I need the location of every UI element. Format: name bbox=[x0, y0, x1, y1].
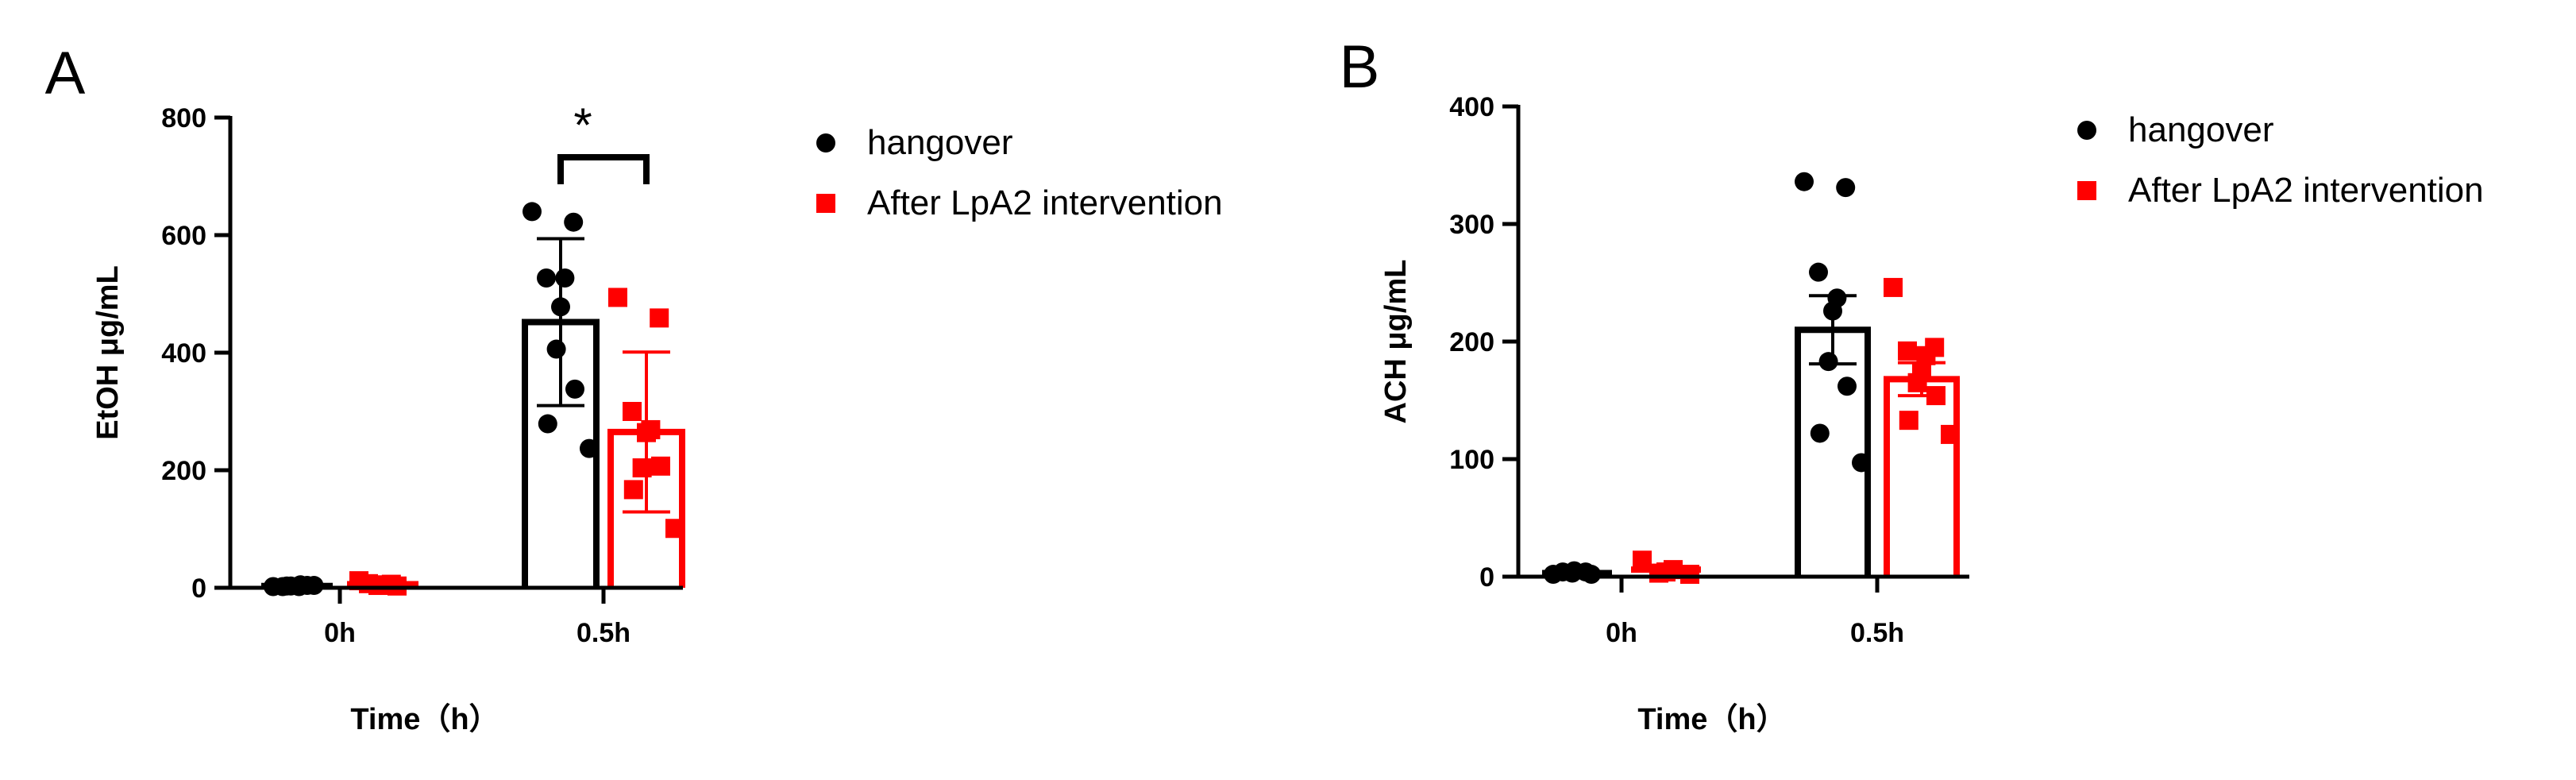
data-point bbox=[1680, 565, 1699, 585]
x-tick-label: 0h bbox=[1606, 618, 1637, 648]
data-point bbox=[538, 414, 557, 434]
legend-label: hangover bbox=[2128, 110, 2273, 149]
data-point bbox=[551, 297, 570, 317]
data-point bbox=[637, 423, 656, 442]
data-point bbox=[1836, 178, 1856, 198]
data-point bbox=[1852, 453, 1871, 473]
data-point bbox=[304, 576, 324, 596]
data-point bbox=[1926, 386, 1945, 406]
x-tick-label: 0.5h bbox=[1850, 618, 1904, 648]
y-axis-title: ACH μg/mL bbox=[1379, 260, 1413, 424]
x-tick-label: 0h bbox=[324, 618, 356, 648]
data-point bbox=[1838, 376, 1857, 396]
x-axis-title: Time（h） bbox=[350, 703, 499, 736]
data-point bbox=[623, 480, 643, 500]
data-point bbox=[1818, 352, 1838, 372]
data-point bbox=[623, 402, 642, 421]
legend-label: After LpA2 intervention bbox=[2128, 171, 2484, 210]
data-point bbox=[565, 379, 584, 399]
data-point bbox=[632, 458, 652, 478]
y-tick-label: 200 bbox=[1449, 327, 1494, 357]
data-point bbox=[555, 268, 575, 288]
legend-label: After LpA2 intervention bbox=[867, 183, 1223, 222]
y-tick-label: 400 bbox=[161, 338, 206, 369]
x-axis-title: Time（h） bbox=[1637, 703, 1786, 736]
y-tick-label: 0 bbox=[1479, 562, 1494, 593]
data-point bbox=[1941, 424, 1960, 444]
y-tick-label: 600 bbox=[161, 221, 206, 251]
data-point bbox=[1916, 346, 1936, 365]
y-tick-label: 100 bbox=[1449, 445, 1494, 475]
data-point bbox=[537, 268, 556, 288]
y-tick-label: 400 bbox=[1449, 92, 1494, 122]
x-tick-label: 0.5h bbox=[577, 618, 631, 648]
data-point bbox=[1898, 341, 1917, 361]
data-point bbox=[1795, 172, 1814, 191]
legend-marker-square bbox=[2077, 181, 2096, 200]
data-point bbox=[1884, 277, 1903, 297]
data-point bbox=[650, 308, 669, 328]
legend-marker-circle bbox=[2077, 121, 2096, 140]
data-point bbox=[608, 288, 627, 307]
bar bbox=[1884, 376, 1960, 577]
data-point bbox=[564, 212, 584, 232]
y-tick-label: 0 bbox=[191, 573, 206, 604]
data-point bbox=[1633, 550, 1652, 570]
data-point bbox=[1582, 565, 1601, 585]
data-point bbox=[1809, 262, 1828, 282]
data-point bbox=[1810, 423, 1830, 443]
data-point bbox=[546, 339, 566, 359]
y-tick-label: 200 bbox=[161, 456, 206, 486]
significance-bracket bbox=[557, 154, 650, 184]
significance-star: * bbox=[573, 98, 592, 152]
panel-label: B bbox=[1340, 33, 1380, 101]
y-tick-label: 300 bbox=[1449, 210, 1494, 240]
data-point bbox=[1899, 411, 1919, 431]
y-tick-label: 800 bbox=[161, 103, 206, 133]
data-point bbox=[665, 519, 684, 539]
data-point bbox=[1649, 563, 1668, 583]
y-axis-title: EtOH μg/mL bbox=[91, 265, 125, 440]
legend-label: hangover bbox=[867, 123, 1012, 162]
data-point bbox=[580, 438, 599, 458]
legend-marker-circle bbox=[816, 133, 835, 153]
data-point bbox=[1823, 301, 1842, 321]
data-point bbox=[651, 456, 670, 476]
data-point bbox=[1907, 373, 1927, 392]
data-point bbox=[523, 202, 542, 222]
panel-label: A bbox=[45, 40, 86, 107]
data-point bbox=[359, 573, 378, 593]
legend-marker-square bbox=[816, 194, 835, 213]
